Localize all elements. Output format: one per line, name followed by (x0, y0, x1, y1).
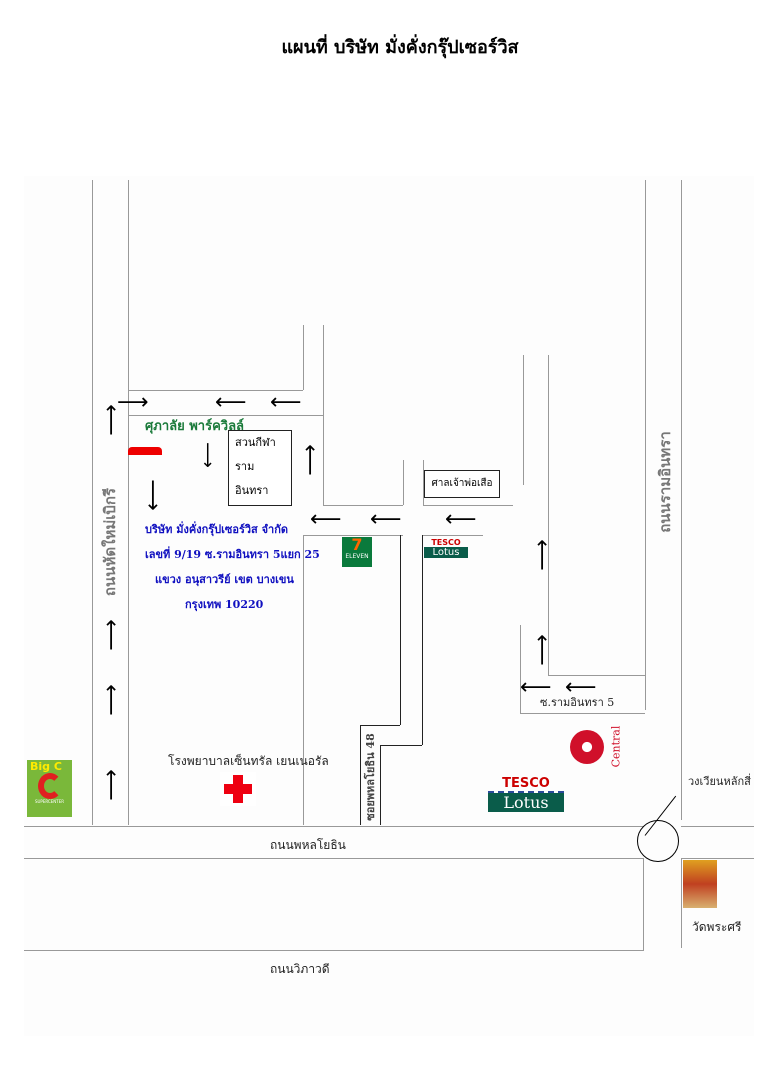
phahon-road-label: ถนนพหลโยธิน (270, 838, 346, 852)
road-edge (24, 950, 644, 951)
temple-label: วัดพระศรี (692, 920, 742, 934)
road-edge (303, 535, 304, 825)
arrow-up-icon: ⟶ (297, 444, 323, 476)
roundabout-label: วงเวียนหลักสี่ (688, 775, 751, 788)
roundabout-circle (637, 820, 679, 862)
address-line: บริษัท มั่งคั่งกรุ๊ปเซอร์วิส จำกัด (145, 523, 289, 536)
road-edge (423, 460, 424, 505)
arrow-left-icon: ⟵ (445, 507, 477, 532)
address-line: กรุงเทพ 10220 (185, 598, 264, 611)
road-edge (681, 858, 682, 948)
road-edge (681, 180, 682, 820)
park-line: สวนกีฬา (235, 436, 276, 449)
company-building-icon (128, 447, 162, 455)
right-road-label: ถนนรามอินทรา (656, 431, 674, 533)
address-line: แขวง อนุสาวรีย์ เขต บางเขน (155, 573, 294, 586)
road-edge (128, 180, 129, 825)
road-edge (681, 826, 754, 827)
soi-ram5-label: ซ.รามอินทรา 5 (540, 696, 615, 709)
arrow-up-icon: ⟶ (529, 634, 555, 666)
bigc-logo: Big C SUPERCENTER (27, 760, 72, 817)
road-edge (681, 858, 754, 859)
arrow-left-icon: ⟵ (215, 390, 247, 415)
road-edge (548, 675, 645, 676)
road-edge (303, 325, 304, 390)
arrow-up-icon: ⟶ (529, 539, 555, 571)
road-edge (423, 505, 513, 506)
address-line: เลขที่ 9/19 ซ.รามอินทรา 5แยก 25 (145, 548, 320, 561)
arrow-left-icon: ⟵ (270, 390, 302, 415)
road-edge (520, 625, 521, 713)
road-edge (128, 390, 303, 391)
shrine-box: ศาลเจ้าพ่อเสือ (424, 470, 500, 498)
arrow-up-icon: ⟶ (98, 684, 124, 716)
left-road-label: ถนนหัดใหม่เบิกรี (101, 487, 119, 597)
village-label: ศุภาลัย พาร์ควิลล์ (145, 419, 245, 434)
road-edge (92, 180, 93, 825)
hospital-label: โรงพยาบาลเซ็นทรัล เยนเนอรัล (168, 754, 329, 768)
arrow-down-icon: ⟶ (139, 479, 165, 511)
arrow-up-icon: ⟶ (98, 769, 124, 801)
arrow-right-icon: ⟶ (117, 390, 149, 415)
map-area (24, 176, 754, 1036)
road-edge (303, 535, 403, 536)
hospital-cross-icon (220, 772, 256, 806)
park-line: อินทรา (235, 484, 269, 497)
arrow-down-icon: ⟶ (196, 442, 218, 468)
road-edge (523, 355, 524, 485)
road-edge (323, 505, 403, 506)
central-logo-icon (570, 730, 604, 764)
vibhavadi-road-label: ถนนวิภาวดี (270, 962, 330, 976)
soi-phahon48-label: ซอยพหลโยธิน 48 (364, 733, 377, 821)
road-edge (520, 713, 645, 714)
arrow-left-icon: ⟵ (565, 675, 597, 700)
arrow-left-icon: ⟵ (520, 675, 552, 700)
sports-park-box: สวนกีฬา ราม อินทรา (228, 430, 292, 506)
road-edge (423, 535, 483, 536)
arrow-up-icon: ⟶ (98, 404, 124, 436)
road-edge (548, 355, 549, 675)
road-edge (403, 460, 404, 505)
temple-icon (683, 860, 717, 908)
arrow-left-icon: ⟵ (310, 507, 342, 532)
road-edge (645, 180, 646, 710)
arrow-left-icon: ⟵ (370, 507, 402, 532)
road-edge (24, 826, 644, 827)
road-edge (643, 858, 644, 950)
central-label: Central (609, 725, 623, 768)
road-edge (323, 325, 324, 505)
map-title: แผนที่ บริษัท มั่งคั่งกรุ๊ปเซอร์วิส (200, 20, 600, 80)
road-edge (24, 858, 644, 859)
road-edge (128, 415, 323, 416)
park-line: ราม (235, 460, 255, 473)
arrow-up-icon: ⟶ (98, 619, 124, 651)
